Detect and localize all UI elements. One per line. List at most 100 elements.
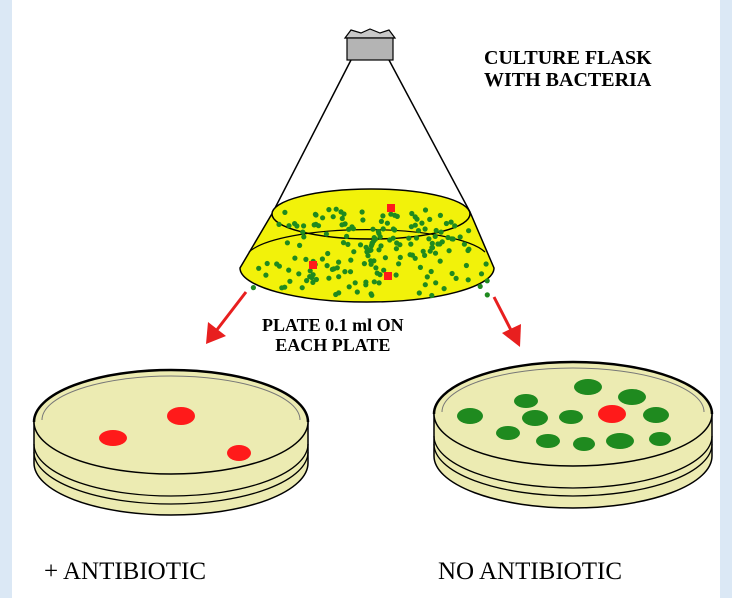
bacterium (334, 207, 339, 212)
bacterium (373, 265, 378, 270)
bacterium (336, 274, 341, 279)
label-no-antibiotic: NO ANTIBIOTIC (438, 558, 622, 586)
bacterium (325, 263, 330, 268)
resistant-colony (167, 407, 195, 425)
bacterium (325, 251, 330, 256)
bacterium (297, 243, 302, 248)
sensitive-colony (457, 408, 483, 424)
bacterium (369, 262, 374, 267)
bacterium (466, 228, 471, 233)
bacterium (320, 256, 325, 261)
bacterium (336, 260, 341, 265)
bacterium (451, 236, 456, 241)
bacterium (449, 220, 454, 225)
bacterium (347, 284, 352, 289)
bacterium (368, 248, 373, 253)
bacterium (265, 261, 270, 266)
petri-dish-no-antibiotic (434, 362, 712, 508)
bacterium (376, 247, 381, 252)
bacterium (387, 237, 392, 242)
bacterium (338, 209, 343, 214)
bacterium (340, 216, 345, 221)
bacterium (413, 214, 418, 219)
bacterium (326, 276, 331, 281)
bacterium (360, 209, 365, 214)
bacterium (466, 247, 471, 252)
flask-title-line2: WITH BACTERIA (484, 69, 652, 91)
bacterium (391, 226, 396, 231)
bacterium (251, 285, 256, 290)
bacterium (372, 279, 377, 284)
bacterium (294, 223, 299, 228)
sensitive-colony (522, 410, 548, 426)
arrow-left (206, 292, 246, 344)
bacterium (292, 256, 297, 261)
bacterium (458, 234, 463, 239)
bacterium (444, 221, 449, 226)
bacterium (377, 272, 382, 277)
bacterium (419, 221, 424, 226)
bacterium (320, 215, 325, 220)
bacterium (485, 292, 490, 297)
bacterium (426, 236, 431, 241)
bacterium (286, 268, 291, 273)
bacterium (462, 242, 467, 247)
bacterium (478, 284, 483, 289)
bacterium (355, 289, 360, 294)
bacterium (377, 280, 382, 285)
resistant-bacterium (309, 261, 317, 269)
bacterium (394, 246, 399, 251)
bacterium (342, 222, 347, 227)
bacterium (349, 224, 354, 229)
bacterium (484, 261, 489, 266)
bacterium (429, 293, 434, 298)
bacterium (408, 242, 413, 247)
bacterium (336, 290, 341, 295)
bacterium (423, 207, 428, 212)
bacterium (423, 282, 428, 287)
bacterium (301, 234, 306, 239)
bacterium (413, 223, 418, 228)
bacterium (313, 212, 318, 217)
bacterium (433, 280, 438, 285)
bacterium (372, 235, 377, 240)
bacterium (413, 256, 418, 261)
bacterium (394, 272, 399, 277)
bacterium (376, 229, 381, 234)
bacterium (307, 274, 312, 279)
label-antibiotic: + ANTIBIOTIC (44, 558, 206, 586)
plating-instruction-line1: PLATE 0.1 ml ON (262, 316, 404, 336)
bacterium (303, 257, 308, 262)
bacterium (398, 255, 403, 260)
bacterium (370, 241, 375, 246)
resistant-colony (227, 445, 251, 461)
bacterium (396, 261, 401, 266)
bacterium (452, 223, 457, 228)
bacterium (438, 259, 443, 264)
bacterium (438, 213, 443, 218)
bacterium (437, 241, 442, 246)
bacterium (344, 234, 349, 239)
bacterium (466, 277, 471, 282)
bacterium (282, 210, 287, 215)
bacterium (417, 290, 422, 295)
bacterium (439, 230, 444, 235)
bacterium (369, 291, 374, 296)
arrow-right (494, 297, 521, 347)
bacterium (263, 273, 268, 278)
bacterium (282, 285, 287, 290)
bacterium (450, 271, 455, 276)
bacterium (464, 263, 469, 268)
sensitive-colony (574, 379, 602, 395)
plating-instruction: PLATE 0.1 ml ON EACH PLATE (262, 316, 404, 356)
sensitive-colony (559, 410, 583, 424)
bacterium (345, 242, 350, 247)
bacterium (364, 245, 369, 250)
bacterium (380, 213, 385, 218)
bacterium (378, 234, 383, 239)
bacterium (300, 230, 305, 235)
bacterium (285, 240, 290, 245)
bacterium (310, 280, 315, 285)
flask-title-line1: CULTURE FLASK (484, 47, 652, 69)
bacterium (313, 222, 318, 227)
